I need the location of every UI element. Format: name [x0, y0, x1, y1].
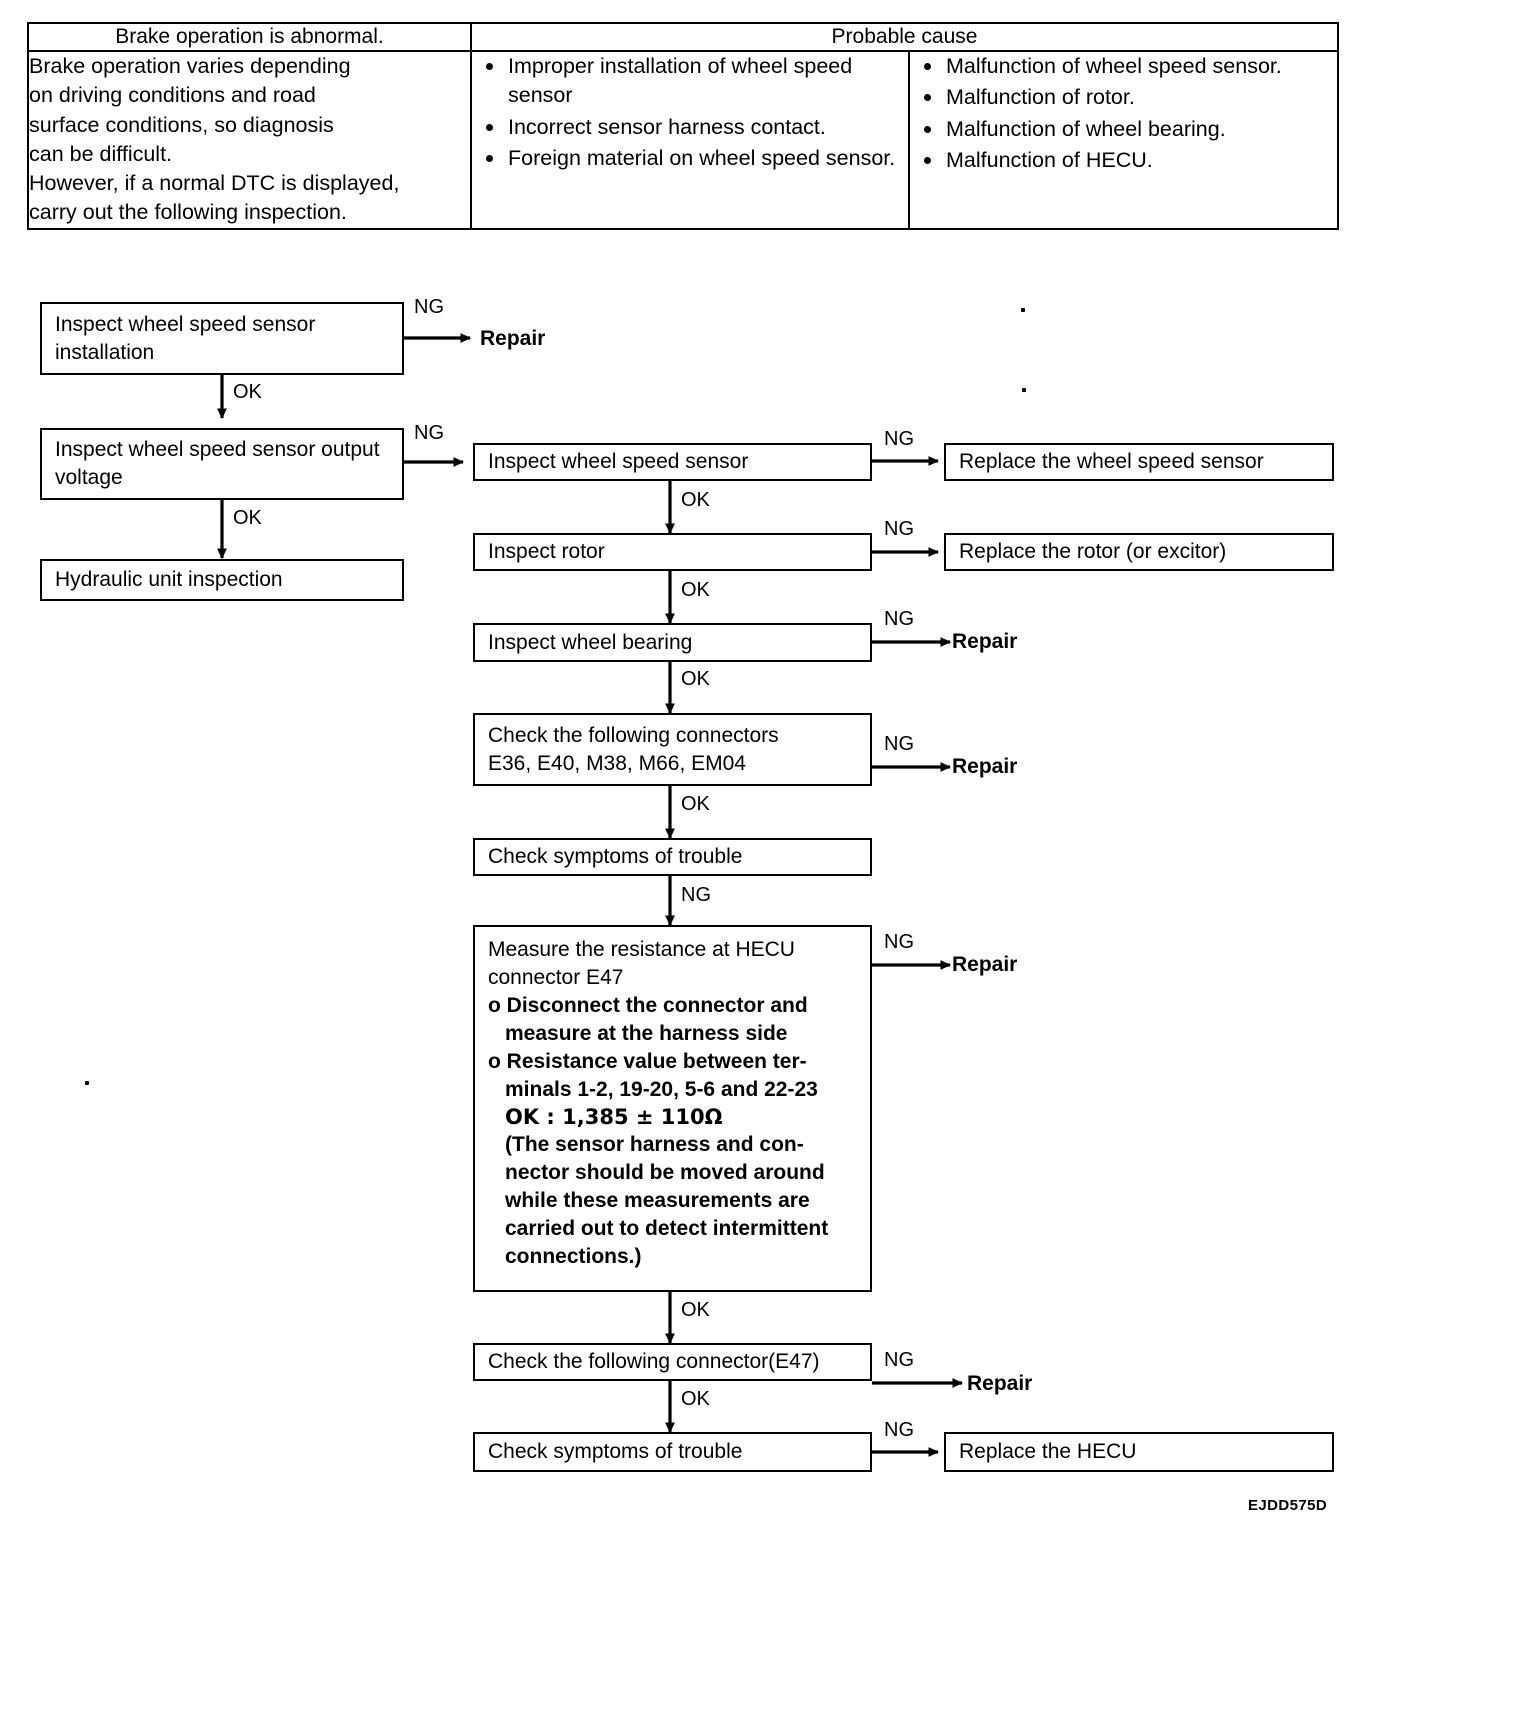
node-measure-resistance-hecu[interactable]: Measure the resistance at HECU connector…	[473, 925, 872, 1292]
terminal-repair-resistance: Repair	[952, 953, 1018, 976]
connectors-list: E36, E40, M38, M66, EM04	[488, 751, 746, 775]
measure-bullet1-line2: measure at the harness side	[505, 1021, 788, 1045]
node-label: Inspect wheel bearing	[488, 630, 693, 654]
symptom-description: Brake operation varies depending on driv…	[27, 50, 472, 230]
node-label: Replace the wheel speed sensor	[959, 450, 1264, 474]
cause-item: Malfunction of HECU.	[924, 146, 1337, 175]
scan-artifact	[1021, 308, 1025, 312]
edge-label-ok: OK	[681, 489, 710, 511]
cause-item: Malfunction of wheel speed sensor.	[924, 52, 1337, 81]
symptom-line: surface conditions, so diagnosis	[29, 112, 334, 137]
table-header-row: Brake operation is abnormal. Probable ca…	[27, 21, 1339, 53]
node-label: Check symptoms of trouble	[488, 845, 743, 869]
probable-cause-column-1: Improper installation of wheel speed sen…	[470, 50, 910, 230]
node-label: Inspect wheel speed sensor	[488, 450, 749, 474]
node-inspect-wheel-bearing[interactable]: Inspect wheel bearing	[473, 623, 872, 662]
terminal-repair-bearing: Repair	[952, 630, 1018, 653]
node-replace-rotor[interactable]: Replace the rotor (or excitor)	[944, 533, 1334, 571]
node-check-following-connectors[interactable]: Check the following connectors E36, E40,…	[473, 713, 872, 786]
edge-label-ng: NG	[884, 1419, 914, 1441]
edge-label-ng: NG	[884, 428, 914, 450]
terminal-repair-connectors: Repair	[952, 755, 1018, 778]
edge-label-ok: OK	[681, 668, 710, 690]
edge-label-ng: NG	[884, 1349, 914, 1371]
node-check-symptoms-of-trouble-2[interactable]: Check symptoms of trouble	[473, 1432, 872, 1472]
table-header-symptom: Brake operation is abnormal.	[27, 21, 472, 53]
node-check-following-connector-e47[interactable]: Check the following connector(E47)	[473, 1343, 872, 1381]
symptom-cause-table: Brake operation is abnormal. Probable ca…	[27, 21, 1339, 230]
node-label: Replace the rotor (or excitor)	[959, 540, 1227, 564]
terminal-repair-connector-e47: Repair	[967, 1372, 1033, 1395]
measure-title-line1: Measure the resistance at HECU	[488, 938, 795, 961]
measure-note-line1: (The sensor harness and con-	[505, 1133, 804, 1157]
measure-note-line2: nector should be moved around	[505, 1161, 825, 1185]
node-inspect-wheel-speed-sensor[interactable]: Inspect wheel speed sensor	[473, 443, 872, 481]
edge-label-ng: NG	[884, 608, 914, 630]
table-header-probable-cause: Probable cause	[470, 21, 1339, 53]
scan-artifact	[1022, 388, 1026, 392]
measure-note-line4: carried out to detect intermittent	[505, 1217, 829, 1241]
edge-label-ok: OK	[681, 579, 710, 601]
scan-artifact	[85, 1081, 89, 1085]
edge-label-ok: OK	[233, 507, 262, 529]
edge-label-ng: NG	[884, 733, 914, 755]
cause-item: Foreign material on wheel speed sensor.	[486, 144, 908, 173]
node-label: Check the following connectors E36, E40,…	[488, 722, 859, 778]
node-label: Inspect rotor	[488, 540, 605, 564]
node-replace-wheel-speed-sensor[interactable]: Replace the wheel speed sensor	[944, 443, 1334, 481]
node-inspect-wheel-speed-sensor-installation[interactable]: Inspect wheel speed sensor installation	[40, 302, 404, 375]
probable-cause-column-2: Malfunction of wheel speed sensor. Malfu…	[908, 50, 1339, 230]
edge-label-ng: NG	[414, 296, 444, 318]
node-replace-hecu[interactable]: Replace the HECU	[944, 1432, 1334, 1472]
cause-item: Malfunction of wheel bearing.	[924, 115, 1337, 144]
terminal-repair-installation: Repair	[480, 327, 546, 350]
measure-note-line3: while these measurements are	[505, 1189, 810, 1213]
measure-bullet1-line1: o Disconnect the connector and	[488, 993, 808, 1017]
edge-label-ng: NG	[884, 931, 914, 953]
measure-ok-spec: OK : 1,385 ± 110Ω	[505, 1104, 723, 1129]
symptom-line: However, if a normal DTC is displayed,	[29, 171, 400, 196]
table-body-row: Brake operation varies depending on driv…	[27, 50, 1339, 230]
edge-label-ok: OK	[681, 1388, 710, 1410]
cause-item: Malfunction of rotor.	[924, 83, 1337, 112]
cause-item: Improper installation of wheel speed sen…	[486, 52, 908, 110]
document-reference-code: EJDD575D	[1248, 1497, 1328, 1514]
symptom-line: carry out the following inspection.	[29, 200, 347, 225]
measure-title-line2: connector E47	[488, 965, 624, 989]
symptom-line: can be difficult.	[29, 141, 173, 166]
symptom-line: Brake operation varies depending	[29, 54, 351, 79]
edge-label-ok: OK	[233, 381, 262, 403]
cause-item: Incorrect sensor harness contact.	[486, 113, 908, 142]
node-hydraulic-unit-inspection[interactable]: Hydraulic unit inspection	[40, 559, 404, 601]
node-label: Measure the resistance at HECU connector…	[488, 936, 859, 1271]
measure-bullet2-line1: o Resistance value between ter-	[488, 1049, 807, 1073]
node-inspect-wheel-speed-sensor-output-voltage[interactable]: Inspect wheel speed sensor output voltag…	[40, 428, 404, 500]
measure-note-line5: connections.)	[505, 1245, 642, 1269]
edge-label-ok: OK	[681, 793, 710, 815]
node-inspect-rotor[interactable]: Inspect rotor	[473, 533, 872, 571]
connectors-title: Check the following connectors	[488, 724, 779, 747]
edge-label-ng: NG	[681, 884, 711, 906]
edge-label-ok: OK	[681, 1299, 710, 1321]
node-label: Inspect wheel speed sensor installation	[55, 312, 316, 364]
node-check-symptoms-of-trouble-1[interactable]: Check symptoms of trouble	[473, 838, 872, 876]
node-label: Check symptoms of trouble	[488, 1440, 743, 1464]
node-label: Hydraulic unit inspection	[55, 568, 283, 592]
edge-label-ng: NG	[884, 518, 914, 540]
node-label: Replace the HECU	[959, 1440, 1137, 1464]
edge-label-ng: NG	[414, 422, 444, 444]
node-label: Check the following connector(E47)	[488, 1350, 820, 1374]
node-label: Inspect wheel speed sensor output voltag…	[55, 438, 380, 489]
symptom-line: on driving conditions and road	[29, 83, 316, 108]
measure-bullet2-line2: minals 1-2, 19-20, 5-6 and 22-23	[505, 1077, 818, 1101]
